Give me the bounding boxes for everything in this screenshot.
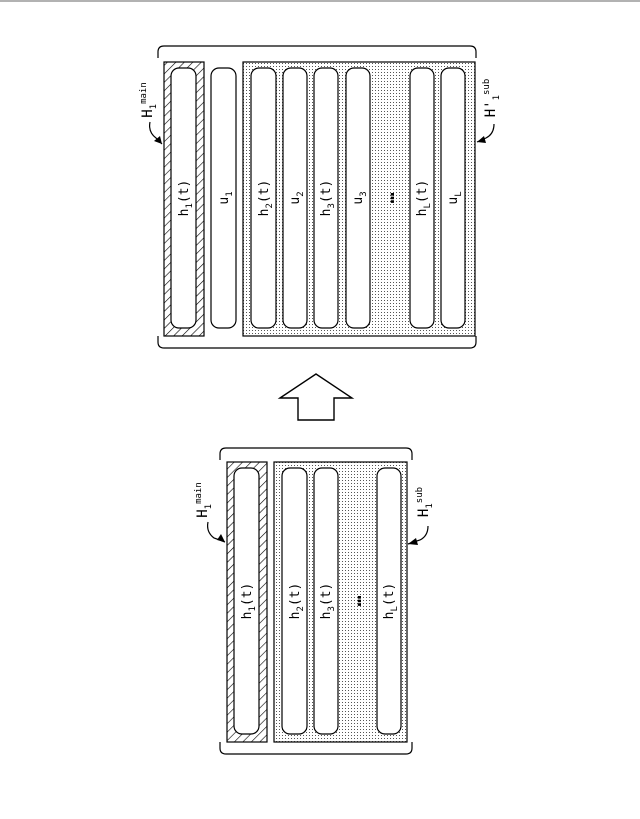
lower-diagram: h1(t) h2(t) h3(t) hL(t) … H1main H1sub	[194, 448, 435, 754]
upper-bracket-top	[158, 46, 476, 58]
lower-main-arrowhead	[217, 534, 225, 542]
lower-sub-leader	[408, 526, 428, 544]
upper-sub-leader	[477, 124, 494, 142]
lower-sub-arrowhead	[408, 538, 418, 545]
lower-sub-label: H1sub	[415, 487, 435, 517]
upper-diagram: h1(t) u1 h2(t) u2 h3(t) u3 hL(t) uL … H1…	[139, 46, 502, 348]
lower-ellipsis: …	[345, 595, 366, 606]
lower-main-label: H1main	[194, 482, 214, 518]
upper-bracket-bottom	[158, 336, 476, 348]
upper-main-label: H1main	[139, 82, 159, 118]
upper-sub-arrowhead	[477, 136, 486, 143]
upper-ellipsis: …	[378, 192, 399, 203]
transform-arrow	[280, 374, 352, 420]
lower-bracket-top	[220, 448, 412, 460]
lower-bracket-bottom	[220, 742, 412, 754]
upper-sub-label: H'1sub	[482, 79, 502, 118]
